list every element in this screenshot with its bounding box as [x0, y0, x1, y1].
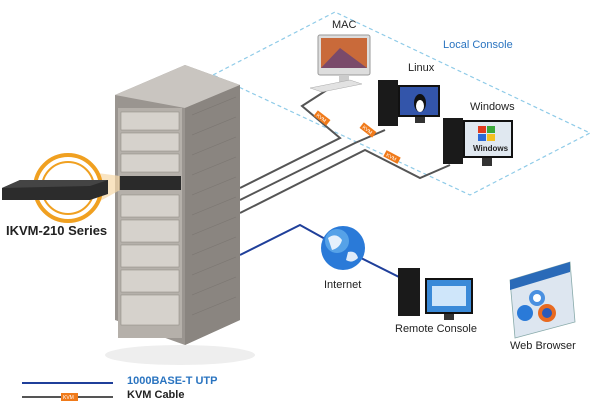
- ikvm-in-rack: [119, 176, 181, 190]
- svg-text:KVM: KVM: [385, 152, 397, 162]
- legend-utp-label: 1000BASE-T UTP: [127, 375, 218, 387]
- web-browser-label: Web Browser: [510, 340, 576, 352]
- svg-text:KVM: KVM: [63, 395, 74, 401]
- ikvm-device-highlight: [2, 153, 120, 223]
- local-console-label: Local Console: [443, 39, 513, 51]
- linux-label: Linux: [408, 62, 435, 74]
- legend: KVM: [22, 382, 113, 401]
- kvm-cable-linux: [239, 129, 386, 201]
- kvm-cables: [239, 87, 451, 214]
- mac-label: MAC: [332, 19, 357, 31]
- kvm-tags: KVM KVM KVM: [313, 110, 401, 164]
- local-console-zone: [211, 11, 592, 196]
- remote-console-label: Remote Console: [395, 323, 477, 335]
- svg-text:Windows: Windows: [473, 144, 509, 153]
- internet-label: Internet: [324, 279, 362, 291]
- server-rack: [105, 65, 255, 365]
- kvm-cable-mac: [239, 87, 342, 189]
- kvm-tag: KVM: [313, 110, 331, 126]
- kvm-cable-windows: [239, 148, 451, 214]
- windows-label: Windows: [470, 101, 515, 113]
- kvm-tag: KVM: [359, 122, 377, 138]
- mac-computer: [309, 34, 371, 93]
- device-label: IKVM-210 Series: [6, 223, 108, 238]
- svg-text:KVM: KVM: [315, 113, 327, 124]
- remote-console-computer: [398, 268, 473, 320]
- legend-kvm-label: KVM Cable: [127, 389, 185, 401]
- windows-computer: Windows: [443, 118, 513, 166]
- legend-kvm-tag: [61, 393, 78, 401]
- kvm-tag: KVM: [383, 150, 401, 164]
- svg-text:KVM: KVM: [361, 125, 373, 136]
- utp-cable: [239, 223, 416, 286]
- web-browser-icon: [509, 261, 576, 339]
- linux-computer: [378, 80, 440, 126]
- internet-globe-icon: [321, 226, 365, 270]
